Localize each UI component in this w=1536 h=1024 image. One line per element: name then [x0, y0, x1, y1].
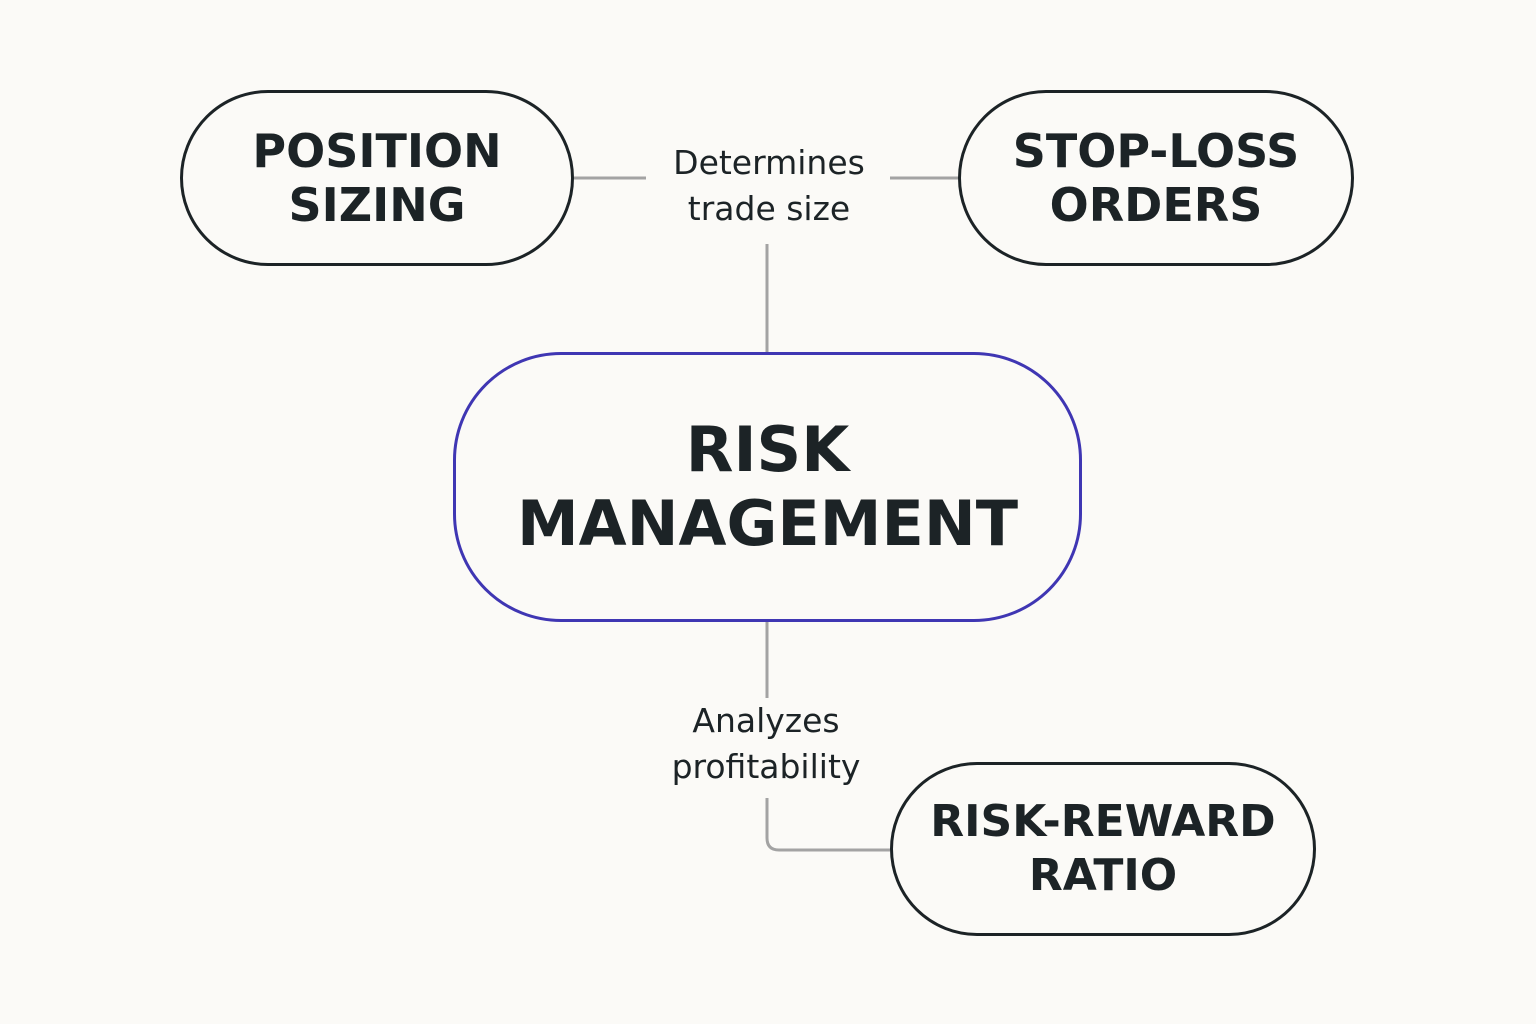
edge-label-analyzes-line-2: profitability	[671, 747, 861, 786]
node-risk-reward-ratio: RISK-REWARD RATIO	[890, 762, 1316, 936]
node-stop-loss-orders-line-1: STOP-LOSS	[1012, 124, 1300, 178]
node-risk-reward-ratio-line-2: RATIO	[1028, 850, 1178, 901]
node-risk-management-line-1: RISK	[685, 413, 850, 486]
edge-label-analyzes: Analyzes profitability	[640, 698, 892, 790]
node-stop-loss-orders-line-2: ORDERS	[1049, 178, 1263, 232]
node-risk-management-line-2: MANAGEMENT	[516, 487, 1019, 560]
node-position-sizing: POSITION SIZING	[180, 90, 574, 266]
node-risk-management: RISK MANAGEMENT	[453, 352, 1082, 622]
node-position-sizing-line-2: SIZING	[288, 178, 466, 232]
connector-label-to-ratio	[765, 798, 890, 852]
edge-label-determines-line-1: Determines	[673, 143, 865, 182]
edge-label-determines: Determines trade size	[640, 140, 898, 232]
node-risk-reward-ratio-line-1: RISK-REWARD	[930, 796, 1276, 847]
node-stop-loss-orders: STOP-LOSS ORDERS	[958, 90, 1354, 266]
edge-label-analyzes-line-1: Analyzes	[692, 701, 840, 740]
node-position-sizing-line-1: POSITION	[252, 124, 502, 178]
edge-label-determines-line-2: trade size	[687, 189, 851, 228]
